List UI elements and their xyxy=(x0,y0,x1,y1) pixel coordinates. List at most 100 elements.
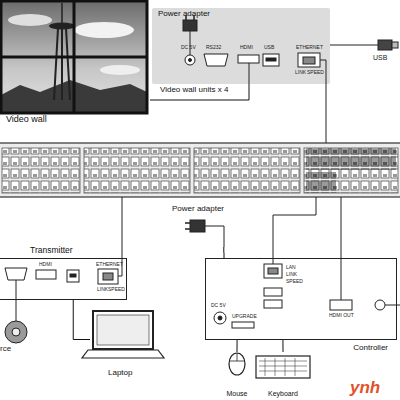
video-wall-unit-ports xyxy=(183,15,398,143)
power-adapter-plug xyxy=(205,226,224,247)
port-label: UPGRADE xyxy=(232,314,257,319)
controller-ports xyxy=(341,197,342,300)
video-wall-unit-ports xyxy=(330,45,378,46)
video-wall-unit-ports xyxy=(189,59,192,62)
transmitter-ports xyxy=(5,321,27,343)
controller-ports xyxy=(218,316,222,320)
controller-ports xyxy=(375,300,385,310)
device-label: Laptop xyxy=(108,369,132,378)
port-label: ETHERNET xyxy=(96,262,123,267)
cable xyxy=(237,340,238,352)
video-wall-screens xyxy=(61,3,63,23)
controller-ports xyxy=(330,300,352,310)
video-wall-screens xyxy=(1,56,147,59)
device-label: rce xyxy=(0,345,11,353)
video-wall-screens xyxy=(1,1,147,113)
device-label: Video wall units x 4 xyxy=(160,86,228,95)
device-label: Mouse xyxy=(216,390,258,398)
port-label: LINK xyxy=(97,287,108,292)
video-wall-unit-ports xyxy=(185,55,195,65)
port-label: SPEED xyxy=(307,70,324,75)
video-wall-screens xyxy=(54,28,70,100)
port-label: RS232 xyxy=(206,45,221,50)
transmitter-ports xyxy=(70,274,76,277)
video-wall-screens xyxy=(100,65,140,75)
video-wall-screens xyxy=(73,1,76,113)
port-label: LAN xyxy=(286,265,296,270)
device-label: Power adapter xyxy=(172,205,224,214)
port-label: SPEED xyxy=(286,279,303,284)
power-adapter-plug xyxy=(185,220,224,247)
controller-ports xyxy=(232,322,254,328)
controller-ports xyxy=(264,288,282,296)
video-wall-screens xyxy=(74,22,134,38)
cable xyxy=(73,300,90,340)
mouse-keyboard-illustration xyxy=(237,353,238,361)
laptop-illustration xyxy=(82,350,164,358)
controller-ports xyxy=(264,264,282,278)
device-label: Video wall xyxy=(6,115,47,125)
mouse-keyboard-illustration xyxy=(256,356,310,378)
network-switch xyxy=(194,148,300,193)
laptop-illustration xyxy=(93,311,153,349)
controller-ports xyxy=(214,197,400,328)
transmitter-ports xyxy=(36,270,56,279)
video-wall-screens xyxy=(49,23,75,30)
transmitter-ports xyxy=(12,328,20,336)
network-switch xyxy=(306,172,336,193)
network-switch xyxy=(84,148,190,193)
port-label: HDMI xyxy=(39,262,52,267)
network-switch xyxy=(0,143,400,197)
network-switch xyxy=(2,148,80,193)
port-label: DC 5V xyxy=(211,303,226,308)
keyboard: Keyboard xyxy=(254,352,312,398)
video-wall-unit-ports xyxy=(183,20,197,31)
transmitter-ports xyxy=(5,197,122,343)
cable-label: USB xyxy=(373,54,387,61)
mouse-keyboard-illustration xyxy=(229,361,245,362)
video-wall-unit-ports xyxy=(303,57,315,64)
mouse: Mouse xyxy=(222,352,252,398)
video-wall-unit-ports xyxy=(298,53,320,67)
port-label: DC 5V xyxy=(181,45,196,50)
video-wall-screens xyxy=(1,1,147,113)
mouse-keyboard-illustration xyxy=(259,358,307,376)
device-label: Transmitter xyxy=(30,246,73,255)
controller-ports xyxy=(214,312,226,324)
device-label: Controller xyxy=(353,344,388,353)
video-wall-unit-ports xyxy=(266,58,276,61)
video-wall-unit-ports xyxy=(249,63,250,84)
network-switch xyxy=(304,148,398,193)
video-wall-screens xyxy=(1,1,147,113)
network-switch xyxy=(306,148,396,170)
power-adapter-plug xyxy=(185,223,190,229)
port-label: SPEED xyxy=(108,287,125,292)
port-label: HDMI OUT xyxy=(329,313,354,318)
cable xyxy=(282,340,283,352)
video-wall-unit-ports xyxy=(204,54,228,66)
video-wall: Video wall xyxy=(0,0,150,125)
video-wall-unit-ports xyxy=(378,40,392,50)
port-label: LINK xyxy=(295,70,306,75)
transmitter-ports xyxy=(5,268,27,280)
mouse-keyboard-illustration xyxy=(229,353,310,378)
video-wall-unit-ports xyxy=(238,55,259,63)
video-wall-screens xyxy=(8,14,52,26)
laptop-illustration xyxy=(82,311,164,358)
device-label: Power adapter xyxy=(158,10,210,19)
video-wall-screens xyxy=(1,80,147,113)
power-adapter: Power adapter xyxy=(158,10,248,38)
laptop: Laptop xyxy=(90,308,164,378)
cable xyxy=(223,247,224,258)
port-label: HDMI xyxy=(240,45,253,50)
device-label: Keyboard xyxy=(254,390,312,398)
network-switch xyxy=(0,143,400,197)
controller-ports xyxy=(273,197,316,264)
transmitter-ports xyxy=(16,280,17,321)
laptop-illustration xyxy=(97,315,149,345)
